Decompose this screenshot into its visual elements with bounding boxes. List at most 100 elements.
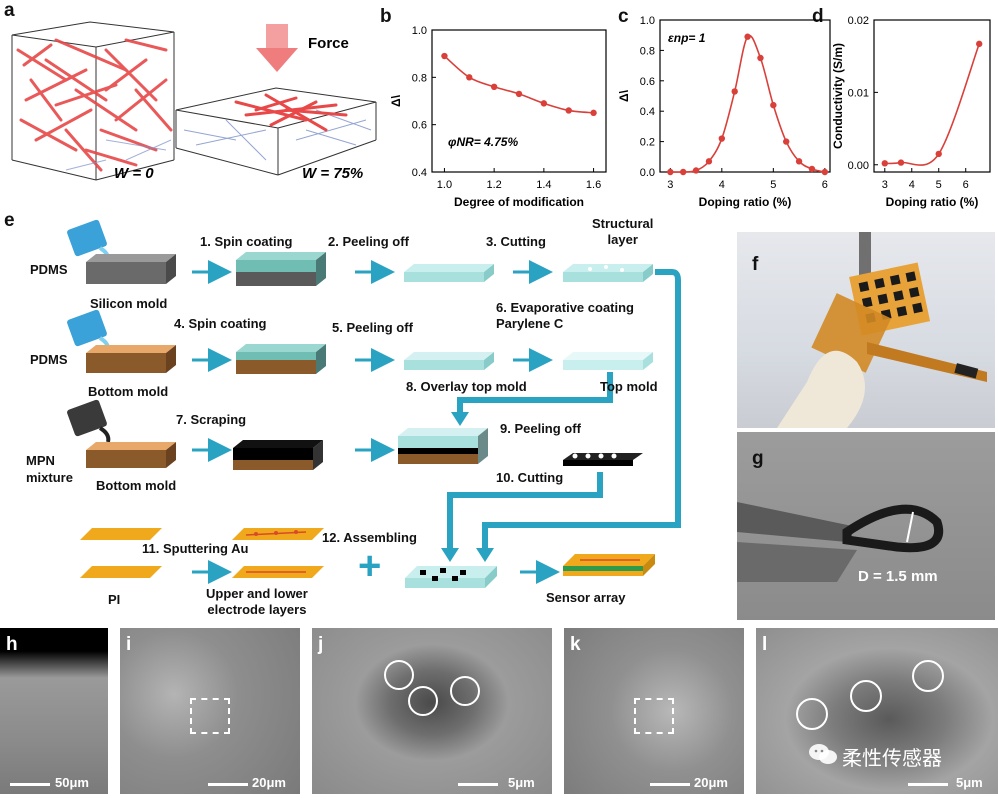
e-step-5: 5. Peeling off xyxy=(332,320,413,335)
label-force: Force xyxy=(308,35,349,52)
top-mold xyxy=(563,352,653,370)
e-step-11: 11. Sputtering Au xyxy=(142,541,249,556)
y-tick-label-d: 0.02 xyxy=(848,16,869,27)
scalebar-i xyxy=(208,783,248,786)
sensor-array xyxy=(563,554,655,576)
x-axis-label-d: Doping ratio (%) xyxy=(886,195,979,209)
beaker-mpn xyxy=(67,399,111,443)
e-mold-bottom-1: Bottom mold xyxy=(88,384,169,399)
data-point-c xyxy=(731,88,738,95)
panel-label-a: a xyxy=(4,0,15,21)
panel-a-simulation-boxes: W = 0 Force W = 75% xyxy=(11,21,377,182)
x-tick-label-c: 6 xyxy=(822,179,828,191)
panel-label-j: j xyxy=(318,634,324,655)
y-tick-label-d: 0.00 xyxy=(848,160,869,172)
data-point-c xyxy=(705,158,713,165)
panel-h-sem xyxy=(0,628,108,794)
y-tick-label-c: 0.8 xyxy=(640,45,655,57)
y-tick-label-d: 0.01 xyxy=(848,87,869,99)
panel-label-g: g xyxy=(752,448,764,469)
e-step-2: 2. Peeling off xyxy=(328,234,409,249)
scraped-mold xyxy=(233,440,323,470)
annotation-c: εnp= 1 xyxy=(668,31,706,45)
y-tick-label-c: 1.0 xyxy=(640,16,655,27)
fibers-w75 xyxy=(183,109,372,161)
e-material-pi: PI xyxy=(108,592,121,607)
nanorods-w0 xyxy=(16,38,173,172)
structural-layer xyxy=(563,264,653,282)
y-tick-label-b: 0.8 xyxy=(412,72,427,84)
panel-e-process-diagram xyxy=(67,219,681,588)
scalebar-i-label: 20μm xyxy=(252,775,286,790)
panel-label-k: k xyxy=(570,634,581,655)
peeled-mpn-layer xyxy=(563,453,643,466)
data-point-d xyxy=(935,150,942,158)
y-tick-label-c: 0.4 xyxy=(640,106,655,118)
panel-l-sem xyxy=(756,628,998,794)
x-axis-label-b: Degree of modification xyxy=(454,195,584,209)
panel-label-b: b xyxy=(380,6,392,27)
e-result-sensor: Sensor array xyxy=(546,590,626,605)
panel-i-sem xyxy=(120,628,300,794)
force-arrow xyxy=(256,24,298,72)
data-point-b xyxy=(540,100,548,107)
panel-label-f: f xyxy=(752,254,759,275)
e-mold-bottom-2: Bottom mold xyxy=(96,478,177,493)
e-step-10: 10. Cutting xyxy=(496,470,564,485)
assembled-structural-layer xyxy=(405,566,497,588)
y-tick-label-b: 0.4 xyxy=(412,167,427,179)
data-point-c xyxy=(679,168,687,176)
y-tick-label-b: 1.0 xyxy=(412,25,427,37)
peeled-layer-1 xyxy=(404,264,494,282)
bottom-mold-2 xyxy=(86,442,176,468)
e-mold-silicon: Silicon mold xyxy=(90,296,168,311)
y-tick-label-b: 0.6 xyxy=(412,120,427,132)
data-point-d xyxy=(881,160,888,167)
series-line-d xyxy=(884,43,980,166)
e-material-pdms-1: PDMS xyxy=(30,262,68,277)
plot-frame-c xyxy=(659,19,831,173)
scalebar-l xyxy=(908,783,948,786)
x-tick-label-d: 3 xyxy=(882,179,888,191)
y-axis-label-d: Conductivity (S/m) xyxy=(832,43,845,149)
y-axis-label-c: Δ\ xyxy=(618,89,631,102)
data-point-c xyxy=(821,168,829,176)
wechat-icon xyxy=(808,742,838,766)
data-point-c xyxy=(718,135,726,142)
scalebar-k-label: 20μm xyxy=(694,775,728,790)
panel-label-e: e xyxy=(4,210,15,231)
x-tick-label-b: 1.0 xyxy=(437,179,452,191)
scalebar-h-label: 50μm xyxy=(55,775,89,790)
scalebar-k xyxy=(650,783,690,786)
spin-coated-silicon xyxy=(236,252,326,286)
data-point-c xyxy=(808,165,816,173)
panel-label-i: i xyxy=(126,634,132,655)
nanorods-w75 xyxy=(234,93,348,132)
annotation-b: φNR= 4.75% xyxy=(448,135,518,149)
e-material-pdms-2: PDMS xyxy=(30,352,68,367)
spin-coated-bottom xyxy=(236,344,326,374)
data-point-d xyxy=(897,159,905,166)
label-w75: W = 75% xyxy=(302,165,363,182)
data-point-c xyxy=(770,101,777,109)
bottom-mold-1 xyxy=(86,345,176,373)
data-point-c xyxy=(667,168,674,176)
x-axis-label-c: Doping ratio (%) xyxy=(699,195,792,209)
x-tick-label-d: 6 xyxy=(963,179,969,191)
y-axis-label-b: Δ\ xyxy=(389,94,403,107)
data-point-c xyxy=(692,167,700,174)
e-step-9: 9. Peeling off xyxy=(500,421,581,436)
e-step-6: 6. Evaporative coating Parylene C xyxy=(496,300,634,331)
panel-label-h: h xyxy=(6,634,18,655)
series-line-c xyxy=(670,34,826,173)
panel-k-sem xyxy=(564,628,744,794)
data-point-c xyxy=(783,138,790,145)
e-result-structural: Structural layer xyxy=(592,216,654,247)
data-point-b xyxy=(590,109,597,117)
e-step-7: 7. Scraping xyxy=(176,412,247,427)
series-line-b xyxy=(443,55,594,114)
cube-w75 xyxy=(175,87,377,176)
data-point-b xyxy=(515,90,523,98)
